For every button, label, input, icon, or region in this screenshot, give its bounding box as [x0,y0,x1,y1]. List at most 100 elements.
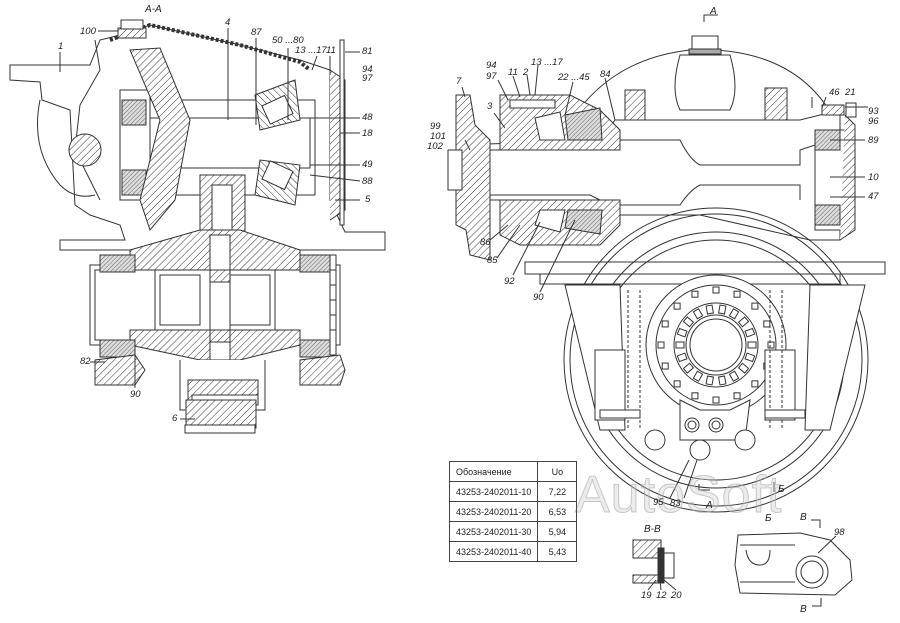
table-row: 43253-2402011-20 6,53 [448,501,578,522]
part-label: 7 [456,76,462,87]
outer-lug [733,290,741,298]
part-label: 11 [508,67,518,78]
outer-lug [733,392,741,400]
spline-tooth [747,341,757,349]
spline-tooth [682,362,695,374]
ratio-cell: 6,53 [537,501,578,522]
designation-cell: 43253-2402011-40 [448,541,539,562]
ratio-cell: 5,43 [537,541,578,562]
part-label: 86 [480,237,491,248]
part-label: 12 [656,590,667,601]
outer-lug [763,320,771,328]
table-row: 43253-2402011-40 5,43 [448,541,578,562]
part-label: 11 [326,45,336,56]
header-designation: Обозначение [448,461,539,482]
outer-lug [712,396,720,404]
part-label: 21 [845,87,856,98]
spline-tooth [737,316,750,328]
spline-tooth [728,308,740,320]
part-label: 98 [834,527,845,538]
spline-tooth [744,352,756,363]
part-label: 82 [80,356,91,367]
spline-tooth [705,375,714,386]
part-label: 46 [829,87,840,98]
table-header-row: Обозначение Uo [448,461,578,482]
spline-tooth [692,370,704,382]
part-label: 48 [362,112,373,123]
section-marker-b-arrow: Б [778,484,785,495]
part-label: 3 [487,101,493,112]
part-label: 4 [225,17,231,28]
part-label: 84 [600,69,611,80]
outer-lug [751,380,759,388]
spline-tooth [675,341,685,349]
part-label: 100 [80,26,96,37]
section-marker-a-top: А [710,6,717,17]
part-label: 90 [533,292,544,303]
part-label: 81 [362,46,373,57]
part-label: 1 [58,41,64,52]
right-section-view [447,14,886,607]
part-label: 22 ...45 [558,72,590,83]
part-label: 89 [868,135,879,146]
spline-tooth [705,304,714,315]
part-label: 93 [868,106,879,117]
outer-lug [712,286,720,294]
part-label: 94 [486,60,497,71]
part-label: 97 [362,73,373,84]
part-label: 90 [130,389,141,400]
ratio-cell: 5,94 [537,521,578,542]
part-label: 88 [362,176,373,187]
table-row: 43253-2402011-30 5,94 [448,521,578,542]
spline-tooth [676,327,688,338]
part-label: 2 [523,67,529,78]
part-label: 99 [430,121,441,132]
spline-tooth [718,375,727,386]
part-label: 87 [251,27,262,38]
outer-lug [673,380,681,388]
outer-lug [767,341,775,349]
section-marker-v-top: В [800,512,807,523]
part-label: 5 [365,194,371,205]
part-label: 13 ...17 [531,57,563,68]
section-marker-v-bottom: В [800,604,807,615]
part-label: 18 [362,128,373,139]
spline-tooth [737,362,750,374]
part-label: 13 ...17 [295,45,327,56]
part-label: 95 [653,497,664,508]
ratio-cell: 7,22 [537,481,578,502]
designation-cell: 43253-2402011-30 [448,521,539,542]
outer-lug [691,392,699,400]
header-ratio: Uo [537,461,578,482]
part-label: 94 [362,64,373,75]
part-label: 102 [427,141,443,152]
spline-tooth [744,327,756,338]
outer-lug [673,302,681,310]
designation-cell: 43253-2402011-10 [448,481,539,502]
part-label: 85 [487,255,498,266]
gear-ratio-table: Обозначение Uo 43253-2402011-10 7,22 432… [448,461,578,562]
part-label: 49 [362,159,373,170]
part-label: 20 [671,590,682,601]
section-title-vv: В-В [644,524,661,535]
part-label: 96 [868,116,879,127]
table-row: 43253-2402011-10 7,22 [448,481,578,502]
part-label: 19 [641,590,652,601]
part-label: 83 [670,498,681,509]
section-marker-a-bottom: А [706,500,713,511]
spline-teeth [657,286,775,404]
spline-tooth [682,316,695,328]
spline-tooth [676,352,688,363]
left-section-view [9,19,386,434]
section-title-aa: А-А [145,4,162,15]
outer-lug [661,362,669,370]
spline-tooth [718,304,727,315]
part-label: 10 [868,172,879,183]
outer-lug [751,302,759,310]
designation-cell: 43253-2402011-20 [448,501,539,522]
detail-title-b: Б [765,513,772,524]
part-label: 97 [486,71,497,82]
part-label: 6 [172,413,178,424]
spline-tooth [728,370,740,382]
